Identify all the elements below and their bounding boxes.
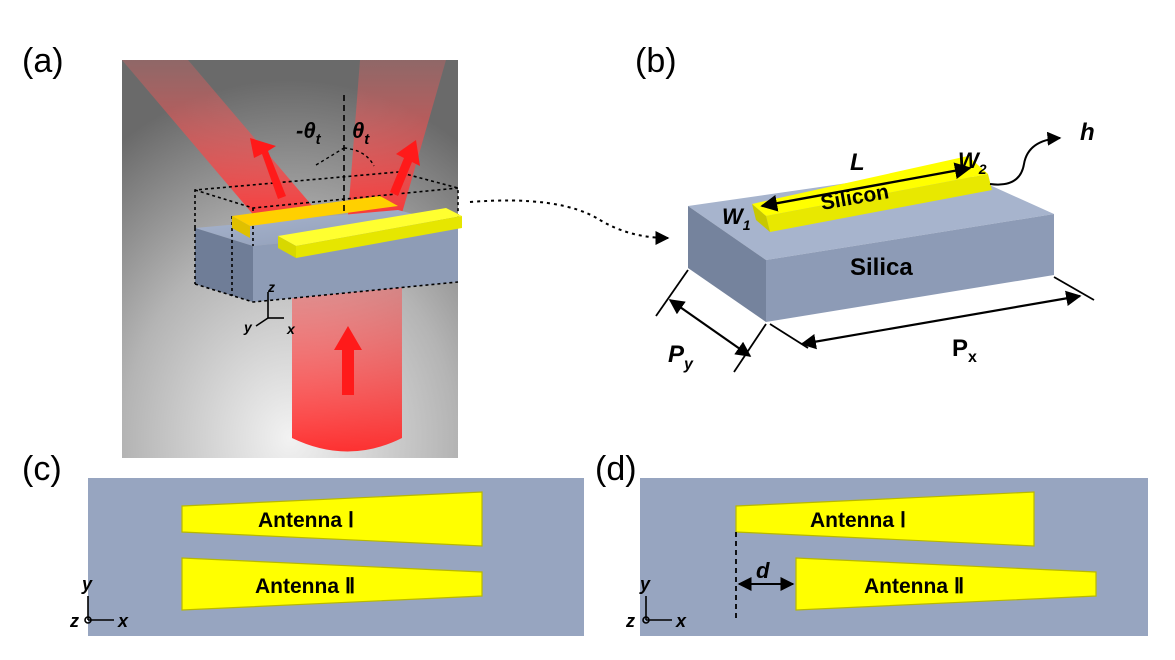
antenna-front-long-face [296,216,462,258]
antenna-1-label-d: Antenna Ⅰ [810,509,906,532]
transmitted-beam-left [122,60,320,225]
antenna-2-label-c: Antenna Ⅱ [255,575,355,598]
panel-label-c: (c) [22,450,62,488]
length-label: L [850,149,865,176]
panel-b: L W1 W2 h Silicon Silica Py Px [655,119,1095,373]
angle-label-right: θt [352,118,370,148]
axes-c [84,596,114,624]
arrow-transmitted-left [250,138,286,199]
transmitted-beam-right [348,60,446,220]
zoom-connector [469,199,670,245]
height-label: h [1080,119,1095,146]
axis-label-y-c: y [81,574,93,594]
py-arrow [668,299,752,357]
py-label: Py [668,341,694,373]
axes-a [255,292,284,327]
axes-d [642,596,672,624]
antenna-2-c [181,557,483,611]
antenna-2-d [795,557,1097,611]
antenna-front-face [278,236,296,258]
antenna-2-label-d: Antenna Ⅱ [864,575,964,598]
axis-label-x-d: x [675,611,687,631]
axis-label-z-c: z [69,611,79,631]
silicon-antenna-end-face [752,204,770,232]
arrow-incident [334,326,362,395]
axis-label-z-a: z [267,279,275,295]
px-extension-right [1053,276,1095,301]
width1-label: W1 [722,204,751,233]
angle-arc-left [315,147,345,166]
length-arrow [760,162,972,212]
width2-label: W2 [958,148,987,177]
antenna-1-c [181,491,483,547]
antenna-back-front [232,216,250,238]
axis-label-y-d: y [639,574,651,594]
substrate-side [195,228,253,302]
panel-label-b: (b) [635,42,677,80]
px-label: Px [952,335,977,366]
panel-d: Antenna Ⅰ Antenna Ⅱ d y z x [625,478,1148,636]
axis-label-x-c: x [117,611,129,631]
antenna-back [232,196,398,226]
axis-label-x-a: x [286,321,296,337]
antenna-1-d [735,491,1035,547]
unit-cell-outline [194,171,459,303]
substrate-material-label: Silica [850,254,913,281]
py-extension-left [655,269,689,317]
panel-label-d: (d) [595,450,637,488]
offset-label: d [756,558,770,583]
red-arrows [250,138,420,395]
antenna-1-label-c: Antenna Ⅰ [258,509,354,532]
axis-label-y-a: y [243,319,253,335]
px-arrow [800,290,1082,350]
antenna-front-top [278,208,462,246]
panel-c: Antenna Ⅰ Antenna Ⅱ y z x [69,478,584,636]
unit-cell-side [688,206,766,322]
angle-arc-right [343,147,375,167]
angle-label-left: -θt [296,118,322,148]
panel-a: -θt θt z x y [122,60,462,458]
axis-label-z-d: z [625,611,635,631]
arrow-transmitted-right [390,140,420,196]
height-pointer [989,131,1062,186]
panel-label-a: (a) [22,42,64,80]
